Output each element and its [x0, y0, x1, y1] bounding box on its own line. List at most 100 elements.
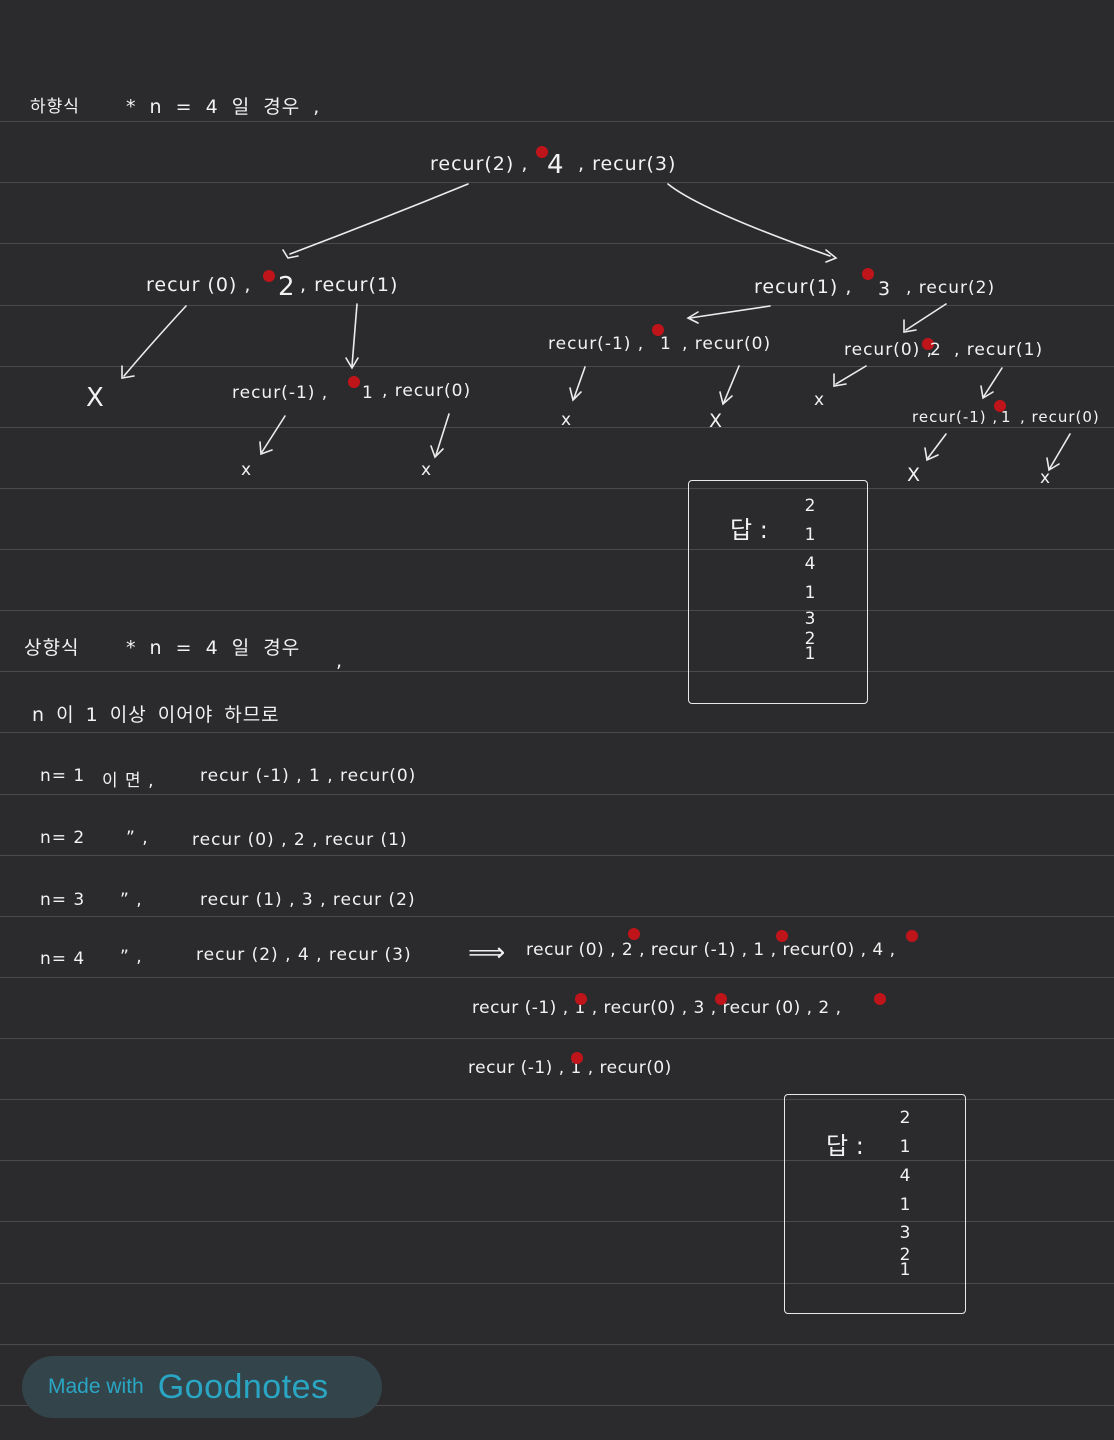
row-cond: ” , [126, 828, 149, 848]
answer-item: 2 [899, 1108, 911, 1128]
leaf-x: x [421, 460, 433, 480]
node-right: , recur(0) [1020, 408, 1100, 426]
ruled-line [0, 121, 1114, 122]
order-mark [348, 376, 360, 388]
arrowhead [282, 249, 299, 259]
ruled-line [0, 305, 1114, 306]
expansion-line-1: recur (0) , 2 , recur (-1) , 1 , recur(0… [526, 940, 896, 960]
answer-item: 3 [804, 609, 816, 629]
node-value: 4 [547, 150, 565, 180]
node-value: 3 [878, 278, 892, 300]
row-expr: recur (2) , 4 , recur (3) [196, 945, 412, 965]
answer-item: 3 [899, 1223, 911, 1243]
goodnotes-badge[interactable]: Made with Goodnotes [22, 1356, 382, 1418]
bottom-up-premise: n 이 1 이상 이어야 하므로 [32, 704, 280, 726]
arrow [905, 303, 947, 331]
answer-item: 1 [804, 583, 816, 603]
node-left: recur (0) , [146, 274, 252, 296]
order-mark [628, 928, 640, 940]
order-mark [994, 400, 1006, 412]
node-value: 2 [278, 272, 296, 302]
arrowhead [430, 445, 444, 459]
row-cond: ” , [120, 947, 143, 967]
arrowhead [825, 249, 838, 263]
arrowhead [1046, 457, 1060, 472]
node-right: , recur(0) [682, 334, 772, 354]
arrow [927, 433, 947, 459]
arrow [1049, 433, 1071, 469]
answer-box-top-down [688, 480, 868, 704]
order-mark [776, 930, 788, 942]
order-mark [715, 993, 727, 1005]
ruled-line [0, 732, 1114, 733]
arrowhead [686, 311, 699, 324]
answer-item: 2 [804, 496, 816, 516]
node-right: , recur(2) [906, 278, 996, 298]
answer-label: 답 : [826, 1132, 864, 1160]
node-right: , recur(1) [300, 274, 399, 296]
badge-made-with: Made with [48, 1375, 144, 1398]
arrow [123, 305, 187, 377]
answer-item: 1 [899, 1137, 911, 1157]
ruled-line [0, 977, 1114, 978]
arrow [835, 365, 867, 385]
node-value: 1 [362, 383, 374, 403]
ruled-line [0, 610, 1114, 611]
node-left: recur(-1) , [912, 408, 999, 426]
node-value: 1 [660, 334, 672, 354]
answer-item: 1 [899, 1195, 911, 1215]
answer-item: 1 [899, 1260, 911, 1280]
arrow [351, 303, 358, 367]
order-mark [575, 993, 587, 1005]
arrow [435, 413, 450, 456]
arrowhead [924, 447, 939, 462]
ruled-line [0, 1344, 1114, 1345]
answer-box-bottom-up [784, 1094, 966, 1314]
ruled-line [0, 1405, 1114, 1406]
arrowhead [833, 373, 847, 387]
node-left: recur(-1) , [232, 383, 329, 403]
order-mark [874, 993, 886, 1005]
expansion-line-2: recur (-1) , 1 , recur(0) , 3 , recur (0… [472, 998, 842, 1018]
node-left: recur(0) , [844, 340, 934, 360]
row-expr: recur (0) , 2 , recur (1) [192, 830, 408, 850]
answer-label: 답 : [730, 516, 768, 544]
node-left: recur(-1) , [548, 334, 645, 354]
answer-item: 1 [804, 525, 816, 545]
ruled-line [0, 855, 1114, 856]
row-n: n= 1 [40, 766, 86, 786]
arrow-root-left [289, 183, 469, 255]
node-left: recur(2) , [430, 153, 529, 175]
arrowhead [719, 391, 733, 406]
leaf-x: x [814, 390, 826, 410]
answer-item: 4 [804, 554, 816, 574]
row-cond: 이 면 , [102, 771, 155, 791]
ruled-line [0, 671, 1114, 672]
implies-arrow: ⟹ [468, 938, 507, 968]
order-mark [922, 338, 934, 350]
leaf-x: X [709, 410, 724, 432]
arrow [573, 366, 586, 399]
ruled-line [0, 182, 1114, 183]
arrow [261, 415, 286, 453]
row-n: n= 3 [40, 890, 86, 910]
row-n: n= 2 [40, 828, 86, 848]
row-cond: ” , [120, 890, 143, 910]
arrowhead [980, 385, 994, 400]
row-expr: recur (-1) , 1 , recur(0) [200, 766, 417, 786]
ruled-line [0, 916, 1114, 917]
arrowhead [345, 357, 359, 370]
answer-list: 2 1 4 1 3 2 1 [798, 492, 822, 663]
order-mark [263, 270, 275, 282]
bottom-up-condition: * n = 4 일 경우 [126, 637, 301, 659]
bottom-up-heading: 상향식 [24, 637, 80, 659]
leaf-x: X [86, 383, 105, 413]
ruled-line [0, 1038, 1114, 1039]
arrowhead [569, 387, 582, 402]
order-mark [571, 1052, 583, 1064]
row-expr: recur (1) , 3 , recur (2) [200, 890, 416, 910]
row-n: n= 4 [40, 949, 86, 969]
ruled-line [0, 1283, 1114, 1284]
answer-item: 2 [804, 629, 816, 649]
